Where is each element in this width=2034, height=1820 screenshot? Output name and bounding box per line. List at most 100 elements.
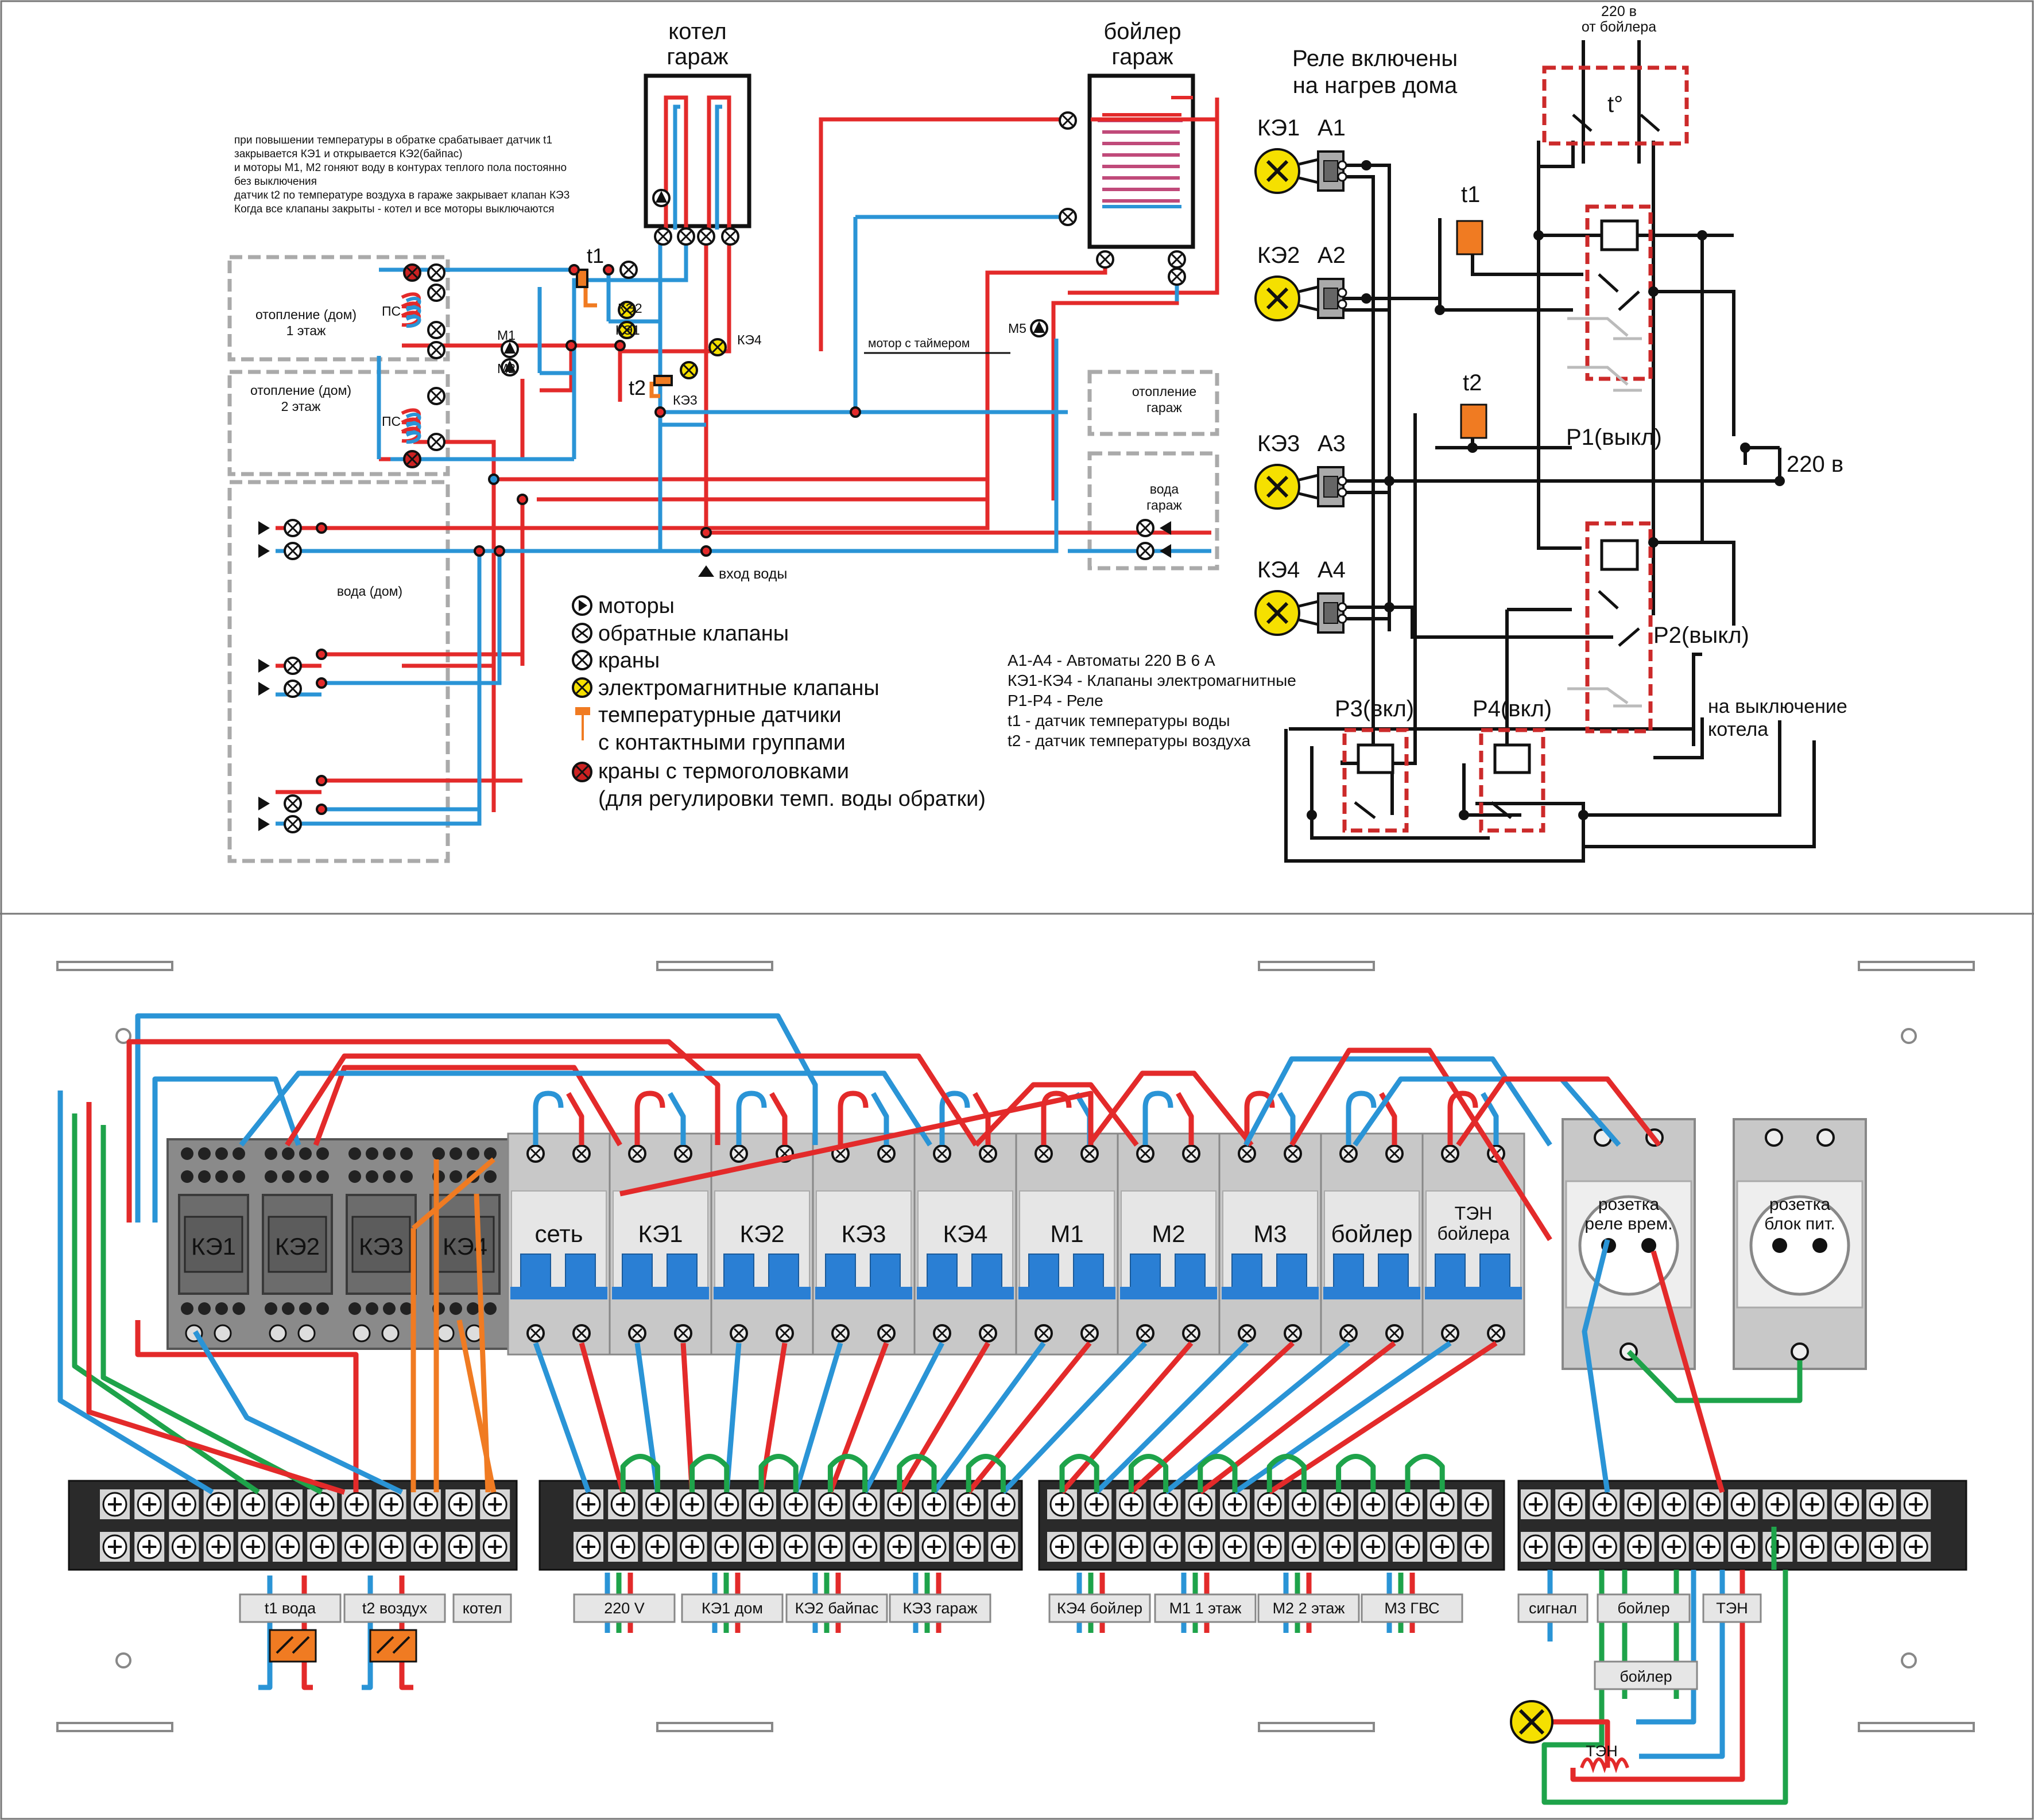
screw-icon [233,1170,245,1183]
terminal-screw-icon [954,1489,984,1519]
wire [1447,1091,1478,1145]
breaker-9: бойлер [1320,1132,1424,1356]
wire [1532,1719,1610,1768]
wire [736,1091,767,1145]
ke3-label: КЭ3 [673,393,698,408]
terminal-screw-icon [445,1489,475,1519]
terminal-screw-icon [1393,1532,1423,1562]
pipe-junction [316,649,327,660]
screw-icon [299,1170,312,1183]
terminal-screw-icon [1694,1532,1723,1562]
valve-label: КЭ2 [1257,243,1300,268]
wire [897,1454,937,1492]
terminal-label-7: КЭ3 гараж [889,1593,991,1623]
electrical-notes: А1-А4 - Автоматы 220 В 6 А КЭ1-КЭ4 - Кла… [1008,651,1296,750]
screw-icon [467,1147,479,1160]
terminal-screw-icon [1694,1489,1723,1519]
lamp-icon [1510,1700,1553,1744]
wire [57,1091,214,1495]
ke1-label: КЭ1 [615,323,640,337]
zone1-sublabel: 1 этаж [286,323,326,338]
screw-icon [383,1170,396,1183]
terminal-screw-icon [1254,1489,1285,1519]
terminal-screw-icon [100,1489,130,1519]
hydraulic-diagram: котел гараж бойлер гараж при повышении т… [227,19,1296,863]
terminal-screw-icon [1797,1489,1827,1519]
terminal-screw-icon [781,1532,811,1562]
tap-icon [721,227,739,246]
zone-box-water [227,480,450,863]
screw-icon [299,1302,312,1315]
wire [533,1342,591,1493]
wire [1336,1454,1376,1492]
svg-text:температурные датчики: температурные датчики [598,703,842,727]
tap-icon [427,284,445,302]
svg-text:датчик t2 по температуре возду: датчик t2 по температуре воздуха в гараж… [234,189,569,201]
terminal-screw-icon [1185,1532,1215,1562]
wire [258,1575,273,1690]
terminal-label-14: ТЭН [1702,1593,1762,1623]
terminal-screw-icon [480,1532,510,1562]
wire [1405,1454,1445,1492]
zone2-sublabel: 2 этаж [281,399,321,414]
wire [939,1091,970,1145]
relay-p1-label: Р1(выкл) [1566,425,1662,450]
wire [1059,1454,1099,1492]
pipe-junction [654,406,666,418]
terminal-screw-icon [781,1489,811,1519]
terminal-screw-icon [1289,1489,1319,1519]
svg-text:без выключения: без выключения [234,176,317,188]
terminal-screw-icon [307,1489,338,1519]
terminal-screw-icon [677,1489,707,1519]
screw-icon [265,1302,277,1315]
wire [533,1091,564,1145]
terminal-screw-icon [445,1532,475,1562]
terminal-screw-icon [1289,1532,1319,1562]
svg-text:Р1-Р4 - Реле: Р1-Р4 - Реле [1008,692,1103,709]
terminal-screw-icon [574,1532,603,1562]
terminal-screw-icon [410,1489,441,1519]
terminal-screw-icon [1762,1532,1793,1562]
screw-icon [432,1147,445,1160]
terminal-screw-icon [988,1489,1018,1519]
screw-icon [282,1170,295,1183]
terminal-screw-icon [1082,1532,1112,1562]
pipe-junction [316,522,327,534]
terminal-screw-icon [480,1489,510,1519]
thermostatic-tap-icon [403,450,421,468]
screw-icon [348,1147,361,1160]
breaker-label: КЭ2 [739,1220,784,1247]
tap-icon [1168,250,1186,269]
tap-icon [427,263,445,282]
valve-label: КЭ3 [1257,431,1300,456]
tap-icon [1096,250,1114,269]
t1-label: t1 [587,244,604,267]
terminal-label-text: сигнал [1529,1600,1577,1617]
terminal-screw-icon [677,1532,707,1562]
solenoid-valve-icon [680,361,698,379]
terminal-screw-icon [608,1532,638,1562]
screw-icon [400,1302,413,1315]
svg-text:(для регулировки темп. воды об: (для регулировки темп. воды обратки) [598,787,986,811]
terminal-screw-icon [1358,1489,1388,1519]
wire [100,1125,323,1495]
breaker-label: сеть [534,1220,583,1247]
terminal-screw-icon [746,1489,776,1519]
wire [1277,1092,1296,1145]
heater-coil-label: ТЭН [1586,1743,1617,1760]
screw-icon [198,1170,211,1183]
ps-label-1: ПС [382,304,401,319]
terminal-screw-icon [988,1532,1018,1562]
pipe-junction [474,545,485,557]
wire [1346,1091,1377,1145]
relay-p3-label: Р3(вкл) [1335,696,1414,721]
terminal-screw-icon [1590,1489,1620,1519]
wire [1456,1076,1661,1147]
terminal-screw-icon [642,1489,673,1519]
terminal-screw-icon [1762,1489,1793,1519]
screw-icon [1816,1128,1835,1147]
